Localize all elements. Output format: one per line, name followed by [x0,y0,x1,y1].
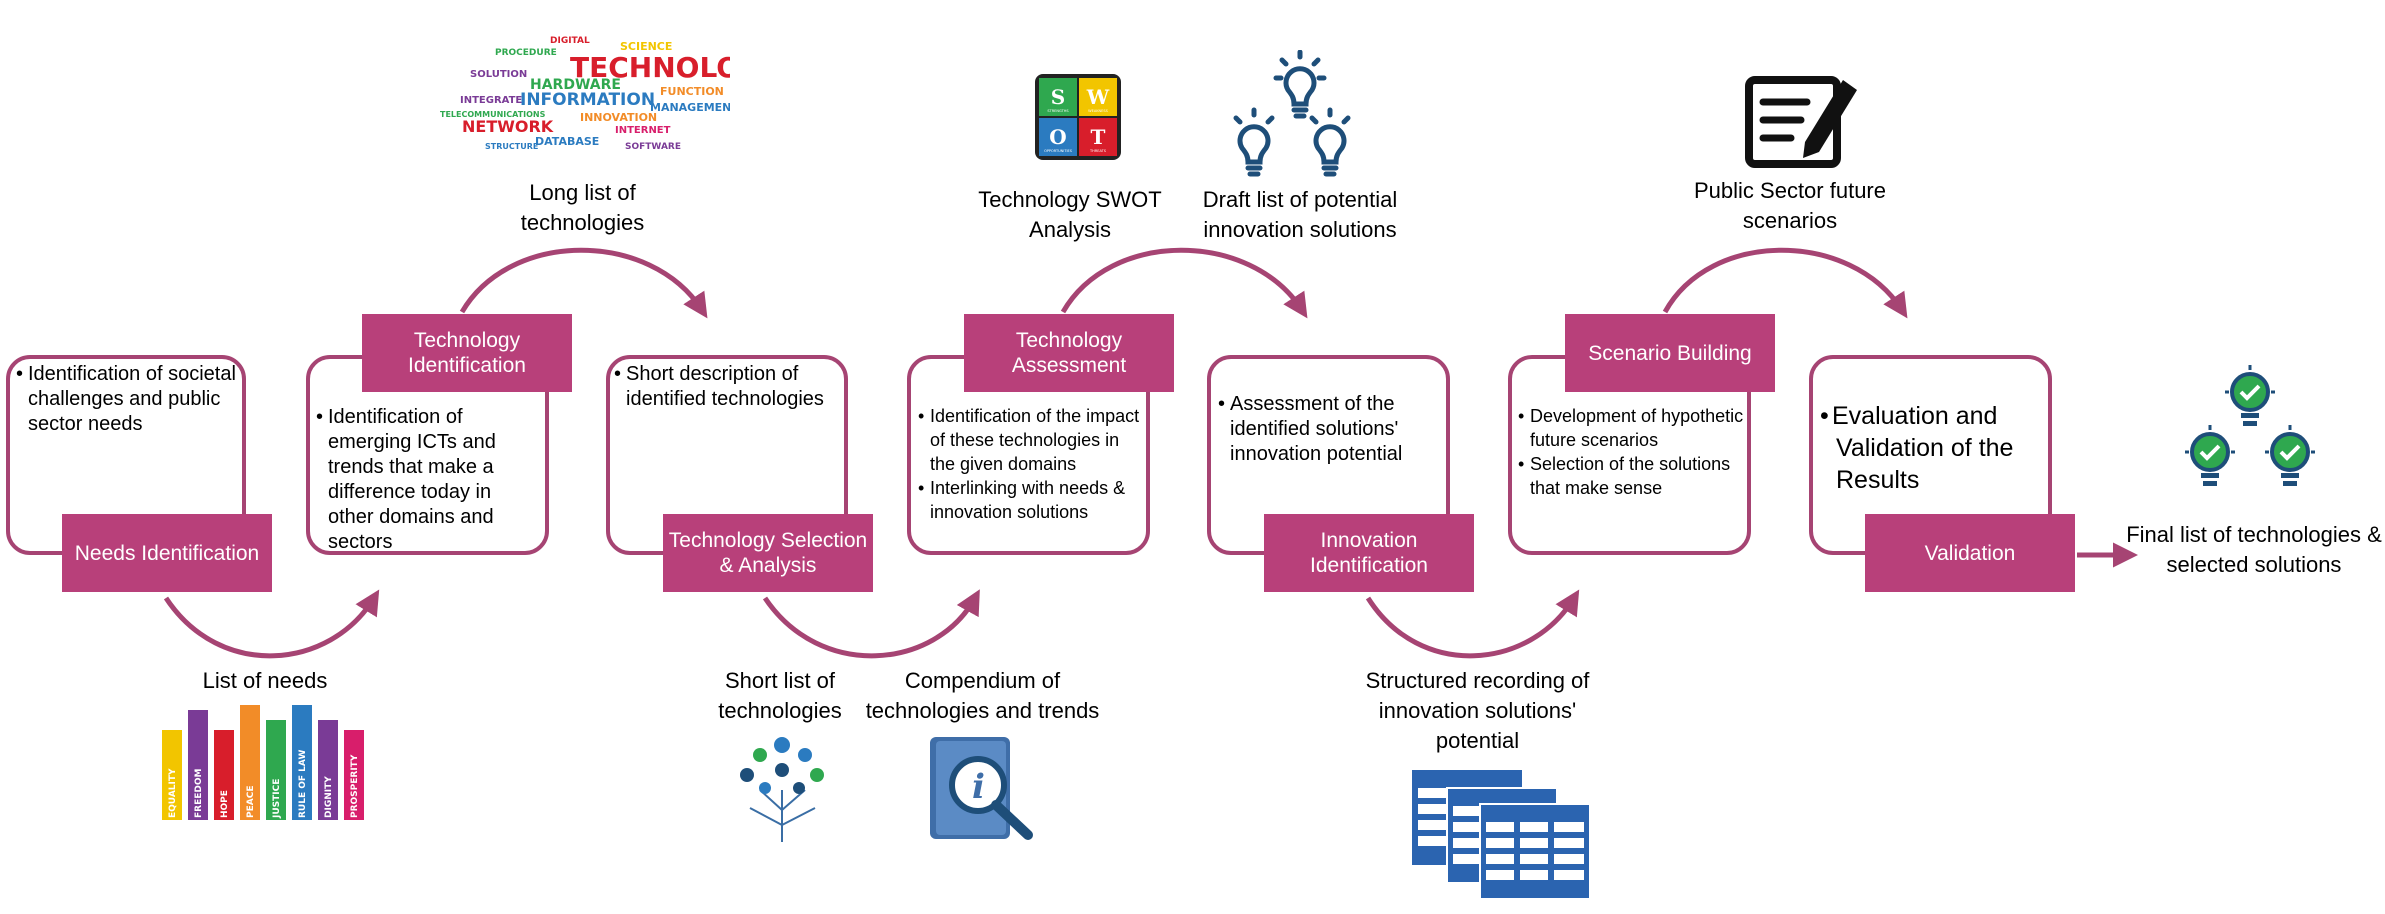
arrow-needs-to-techid [163,589,380,659]
swot-puzzle-icon: S W O T STRENGTHS WEAKNESS OPPORTUNITIES… [1035,74,1121,160]
swot-word: STRENGTHS [1047,109,1069,113]
check-bulb [2185,425,2235,486]
bullet: Development of hypothetic future scenari… [1518,404,1744,452]
cloud-word: TELECOMMUNICATIONS [440,110,546,119]
bullet: Identification of emerging ICTs and tren… [316,405,542,555]
bullet: Interlinking with needs & innovation sol… [918,476,1144,524]
arrow-assessment-to-innovation [1060,247,1308,319]
bulb-icon [1233,50,1351,177]
bullet: Short description of identified technolo… [614,362,840,412]
arrow-techid-to-selection [459,247,708,319]
hand-word: PEACE [246,786,256,818]
swot-letter: O [1049,125,1066,149]
cloud-word: INTERNET [615,125,671,136]
arrow-innovation-to-scenario [1365,589,1580,659]
bulb [1233,107,1275,177]
cloud-word: DATABASE [535,135,599,148]
technology-assessment-label: Technology Assessment [964,314,1174,392]
hand-word: DIGNITY [324,776,334,818]
cloud-word: FUNCTION [660,85,724,98]
bullet: Evaluation and Validation of the Results [1820,400,2046,496]
check-bulb [2265,425,2315,486]
arrow-selection-to-assessment [762,589,980,659]
technology-identification-label: Technology Identification [362,314,572,392]
technology-selection-text: Short description of identified technolo… [614,362,840,412]
caption-final-list: Final list of technologies & selected so… [2126,522,2382,577]
hand [162,705,364,820]
document-edit-icon [1745,76,1857,168]
caption-structured-recording: Structured recording of innovation solut… [1365,668,1590,753]
caption-future-scenarios: Public Sector future scenarios [1694,178,1886,233]
caption-list-of-needs: List of needs [202,668,328,693]
hand-word: RULE OF LAW [298,750,308,818]
caption-short-list: Short list of technologies [718,668,842,723]
bulb [1309,107,1351,177]
book-search-icon: i [930,737,1033,840]
technology-identification-text: Identification of emerging ICTs and tren… [316,405,542,555]
table-sheet [1479,803,1591,900]
caption-draft-list: Draft list of potential innovation solut… [1202,187,1398,242]
caption-compendium: Compendium of technologies and trends [865,668,1100,723]
bullet: Assessment of the identified solutions' … [1218,392,1444,467]
swot-letter: T [1091,125,1106,149]
cloud-word: DIGITAL [550,36,590,46]
scenario-building-label: Scenario Building [1565,314,1775,392]
swot-letter: S [1051,85,1065,109]
tech-tree-icon [740,737,824,842]
technology-selection-label: Technology Selection & Analysis [663,514,873,592]
cloud-word: SOFTWARE [625,142,681,152]
validation-text: Evaluation and Validation of the Results [1820,400,2046,496]
bullet: Selection of the solutions that make sen… [1518,452,1744,500]
swot-word: WEAKNESS [1088,109,1108,113]
hand-word: JUSTICE [272,779,282,819]
bullet: Identification of the impact of these te… [918,404,1144,476]
cloud-word: SOLUTION [470,69,527,80]
cloud-word: PROCEDURE [495,48,557,58]
hand-word: PROSPERITY [350,754,360,818]
check-bulb-icon [2185,365,2315,486]
hands-icon: EQUALITY FREEDOM HOPE PEACE JUSTICE RULE… [162,705,364,820]
needs-identification-label: Needs Identification [62,514,272,592]
swot-word: OPPORTUNITIES [1044,149,1073,153]
arrow-scenario-to-validation [1662,247,1908,319]
cloud-word: TECHNOLOGY [570,51,730,84]
cloud-word: NETWORK [462,117,554,136]
cloud-word: INNOVATION [580,111,657,124]
cloud-word: MANAGEMENT [650,101,730,114]
innovation-identification-text: Assessment of the identified solutions' … [1218,392,1444,467]
word-cloud-icon: TECHNOLOGY INFORMATION HARDWARE NETWORK … [440,36,730,152]
cloud-word: HARDWARE [530,77,621,93]
needs-identification-text: Identification of societal challenges an… [16,362,238,437]
bullet: Identification of societal challenges an… [16,362,238,437]
swot-letter: W [1086,85,1110,109]
swot-word: THREATS [1089,149,1107,153]
caption-long-list: Long list of technologies [520,180,645,235]
hand-word: FREEDOM [194,769,204,818]
innovation-identification-label: Innovation Identification [1264,514,1474,592]
hand-word: EQUALITY [168,768,178,818]
check-bulb [2225,365,2275,426]
cloud-word: STRUCTURE [485,142,538,151]
technology-assessment-text: Identification of the impact of these te… [918,404,1144,524]
hand-word: HOPE [220,790,230,818]
caption-swot: Technology SWOT Analysis [978,187,1162,242]
table-stack-icon [1412,770,1591,900]
cloud-word: SCIENCE [620,40,672,53]
info-glyph: i [972,767,985,807]
bulb [1273,50,1327,119]
scenario-building-text: Development of hypothetic future scenari… [1518,404,1744,500]
cloud-word: INFORMATION [520,90,655,110]
cloud-word: INTEGRATE [460,95,522,106]
validation-label: Validation [1865,514,2075,592]
